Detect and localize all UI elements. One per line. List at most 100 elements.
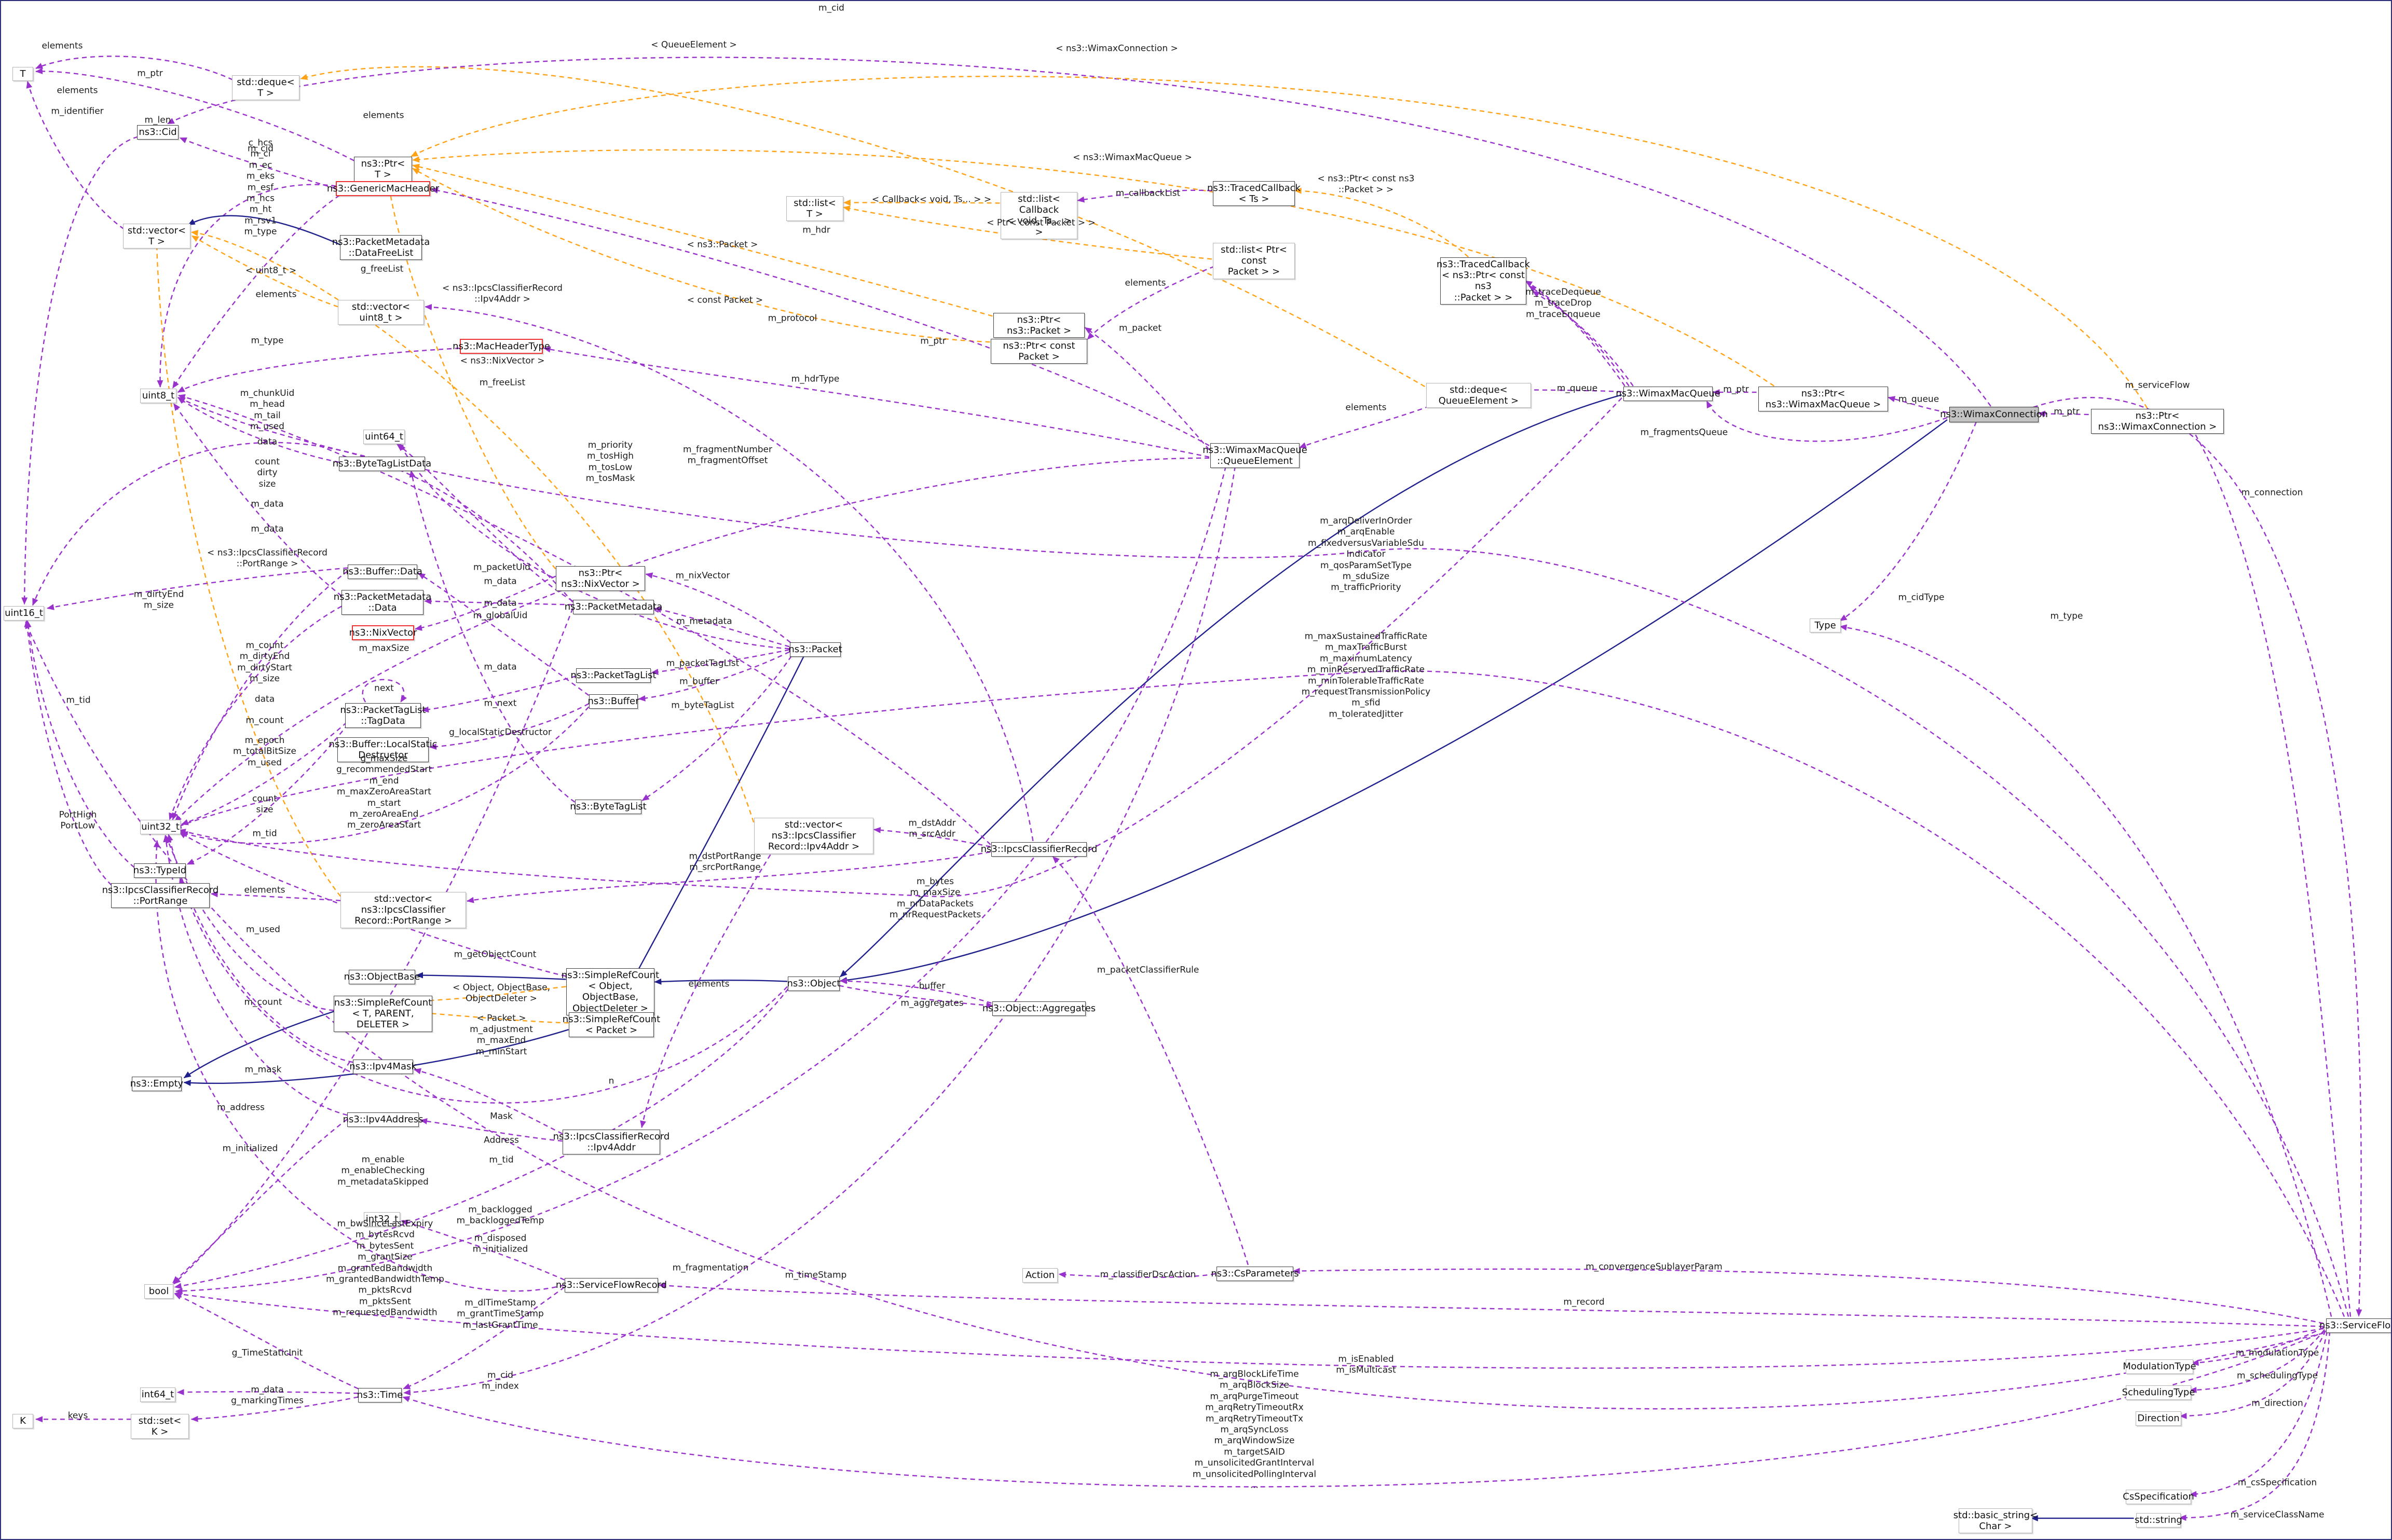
node-k[interactable]: K [12,1414,33,1428]
node-ns3-tracedcallback-ns3-ptr-const-ns3-packet[interactable]: ns3::TracedCallback < ns3::Ptr< const ns… [1437,257,1530,305]
node-ns3-cid[interactable]: ns3::Cid [137,125,179,140]
node-ns3-object-aggregates[interactable]: ns3::Object::Aggregates [982,1001,1096,1016]
member-edge [179,137,336,189]
node-ns3-tracedcallback-ts[interactable]: ns3::TracedCallback < Ts > [1207,181,1301,207]
node-direction[interactable]: Direction [2136,1411,2181,1426]
node-ns3-buffer-data[interactable]: ns3::Buffer::Data [343,565,422,579]
node-std-basic-string-char[interactable]: std::basic_string< Char > [1953,1508,2038,1534]
node-ns3-bytetaglist[interactable]: ns3::ByteTagList [570,800,647,814]
node-uint64-t[interactable]: uint64_t [363,430,405,444]
node-ns3-ptr-const-packet[interactable]: ns3::Ptr< const Packet > [991,339,1087,364]
member-edge [1525,280,1625,387]
node-ns3-object[interactable]: ns3::Object [787,977,841,991]
node-ns3-wimaxconnection[interactable]: ns3::WimaxConnection [1940,407,2048,422]
member-edge [399,443,790,650]
node-ns3-ptr-ns3-wimaxconnection[interactable]: ns3::Ptr< ns3::WimaxConnection > [2091,409,2224,434]
member-edge [2189,1331,2328,1497]
member-edge [174,1293,359,1390]
node-modulationtype[interactable]: ModulationType [2123,1359,2196,1374]
member-edge [1706,401,1948,442]
member-edge [1052,856,1249,1266]
node-ns3-simplerefcount-object-objectbase-objectdeleter[interactable]: ns3::SimpleRefCount < Object, ObjectBase… [562,968,659,1015]
node-ns3-objectbase[interactable]: ns3::ObjectBase [344,970,420,984]
inheritance-edge [183,1011,334,1079]
node-ns3-nixvector[interactable]: ns3::NixVector [349,625,417,641]
node-ns3-buffer[interactable]: ns3::Buffer [588,694,639,709]
node-ns3-packettaglist[interactable]: ns3::PacketTagList [570,668,657,683]
node-ns3-genericmacheader[interactable]: ns3::GenericMacHeader [327,181,439,197]
node-uint8-t[interactable]: uint8_t [140,389,176,403]
node-ns3-wimaxmacqueue-queueelement[interactable]: ns3::WimaxMacQueue ::QueueElement [1202,443,1307,469]
node-ns3-ipv4address[interactable]: ns3::Ipv4Address [343,1112,423,1127]
template-edge [412,168,990,343]
member-edge [640,840,780,1129]
member-edge [24,621,2332,1410]
node-std-vector-uint8-t[interactable]: std::vector< uint8_t > [338,300,424,325]
node-type[interactable]: Type [1810,618,1841,633]
member-edge [1839,421,1977,622]
node-int32-t[interactable]: int32_t [364,1212,400,1227]
node-bool[interactable]: bool [144,1284,173,1299]
template-edge [154,238,341,897]
node-t[interactable]: T [12,67,33,81]
member-edge [2179,1330,2327,1419]
node-int64-t[interactable]: int64_t [140,1387,175,1402]
member-edge [1077,189,1212,203]
node-ns3-simplerefcount-t-parent-deleter[interactable]: ns3::SimpleRefCount < T, PARENT, DELETER… [334,996,432,1032]
node-schedulingtype[interactable]: SchedulingType [2122,1385,2195,1400]
node-ns3-ipv4mask[interactable]: ns3::Ipv4Mask [349,1060,417,1074]
node-ns3-empty[interactable]: ns3::Empty [130,1077,183,1091]
member-edge [210,891,341,901]
node-ns3-ptr-ns3-nixvector[interactable]: ns3::Ptr< ns3::NixVector > [556,566,645,592]
node-ns3-wimaxmacqueue[interactable]: ns3::WimaxMacQueue [1616,387,1720,401]
node-std-set-k[interactable]: std::set< K > [131,1414,189,1439]
node-std-vector-ns3-ipcsclassifier-record-ipv4addr[interactable]: std::vector< ns3::IpcsClassifier Record:… [754,818,873,854]
node-std-list-t[interactable]: std::list< T > [786,196,843,222]
inheritance-edge [654,978,788,985]
node-std-list-ptr-const-packet[interactable]: std::list< Ptr< const Packet > > [1213,243,1295,279]
node-std-deque-t[interactable]: std::deque< T > [232,75,299,101]
member-edge [429,703,590,750]
node-ns3-packetmetadata-datafreelist[interactable]: ns3::PacketMetadata ::DataFreeList [332,235,430,260]
node-ns3-ptr-ns3-wimaxmacqueue[interactable]: ns3::Ptr< ns3::WimaxMacQueue > [1758,387,1888,412]
node-ns3-ptr-ns3-packet[interactable]: ns3::Ptr< ns3::Packet > [993,313,1085,338]
node-ns3-macheadertype[interactable]: ns3::MacHeaderType [453,339,550,354]
member-edge [431,187,1210,446]
node-action[interactable]: Action [1022,1268,1058,1283]
member-edge [403,1286,565,1390]
node-ns3-simplerefcount-packet[interactable]: ns3::SimpleRefCount < Packet > [563,1012,660,1038]
member-edge [418,572,590,696]
node-std-vector-ns3-ipcsclassifier-record-portrange[interactable]: std::vector< ns3::IpcsClassifier Record:… [340,892,466,928]
node-ns3-serviceflowrecord[interactable]: ns3::ServiceFlowRecord [556,1278,667,1292]
node-ns3-ipcsclassifierrecord-portrange[interactable]: ns3::IpcsClassifierRecord ::PortRange [102,883,218,909]
node-std-deque-queueelement[interactable]: std::deque< QueueElement > [1426,383,1531,408]
node-ns3-packettaglist-tagdata[interactable]: ns3::PacketTagList ::TagData [340,703,426,728]
node-ns3-ipcsclassifierrecord[interactable]: ns3::IpcsClassifierRecord [981,842,1097,857]
node-ns3-serviceflow[interactable]: ns3::ServiceFlow [2319,1318,2391,1333]
node-uint16-t[interactable]: uint16_t [4,606,44,621]
node-ns3-bytetaglistdata[interactable]: ns3::ByteTagListData [333,457,431,471]
node-ns3-packetmetadata-data[interactable]: ns3::PacketMetadata ::Data [334,590,431,615]
node-uint32-t[interactable]: uint32_t [140,820,181,834]
node-ns3-ipcsclassifierrecord-ipv4addr[interactable]: ns3::IpcsClassifierRecord ::Ipv4Addr [553,1130,669,1155]
member-edge [47,567,348,610]
member-edge [177,347,460,393]
node-ns3-csparameters[interactable]: ns3::CsParameters [1211,1267,1299,1281]
inheritance-edge [840,394,1622,978]
node-csspecification[interactable]: CsSpecification [2123,1490,2194,1504]
member-edge [172,195,340,389]
node-ns3-time[interactable]: ns3::Time [357,1388,403,1402]
node-std-list-callback-void-ts[interactable]: std::list< Callback < void, Ts... > > [1001,192,1077,239]
node-ns3-typeid[interactable]: ns3::TypeId [133,863,186,878]
node-ns3-packet[interactable]: ns3::Packet [788,642,842,657]
member-edge [645,572,791,643]
member-edge [2033,396,2362,1317]
node-ns3-ptr-t[interactable]: ns3::Ptr< T > [354,157,412,182]
member-edge [1839,624,2332,1317]
node-ns3-buffer-localstatic-destructor[interactable]: ns3::Buffer::LocalStatic Destructor [329,737,437,763]
node-ns3-packetmetadata[interactable]: ns3::PacketMetadata [565,600,662,614]
member-edge [543,346,1210,458]
node-std-string[interactable]: std::string [2135,1513,2182,1528]
template-edge [412,149,1775,387]
node-std-vector-t[interactable]: std::vector< T > [123,224,190,249]
